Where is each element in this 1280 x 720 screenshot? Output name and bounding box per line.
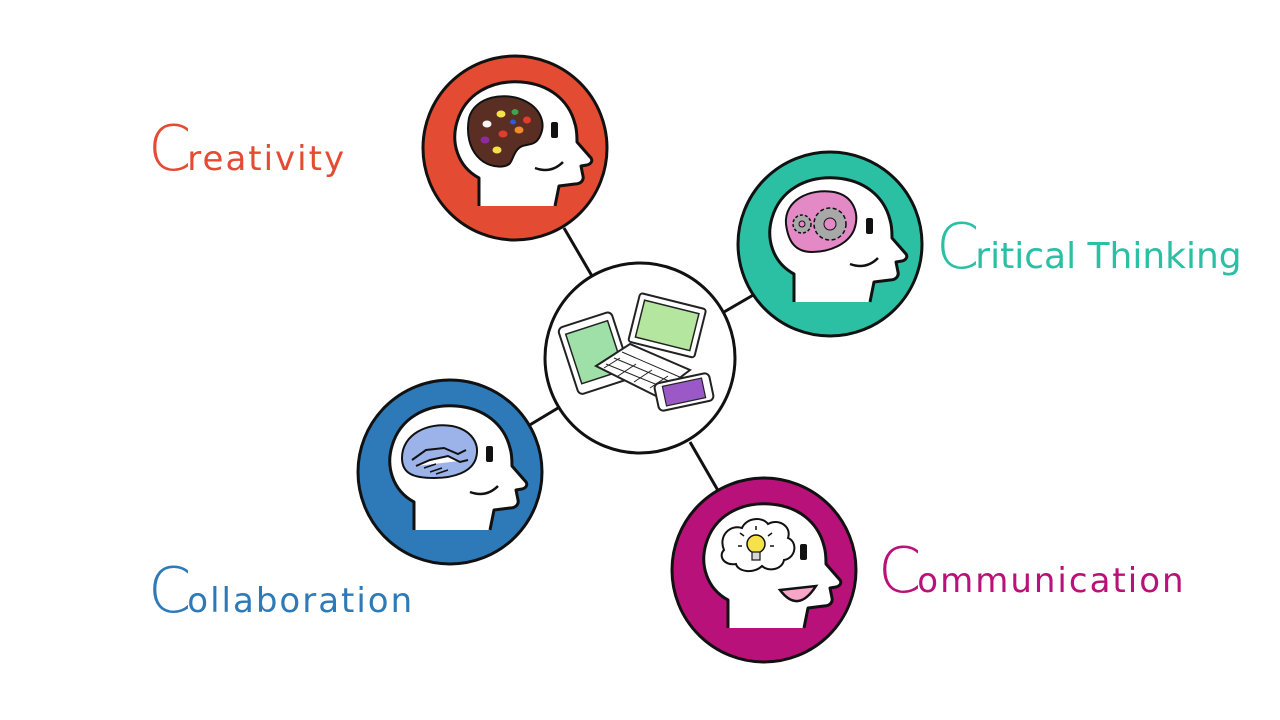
creativity-label: Creativity: [148, 118, 346, 180]
connector-critical: [723, 292, 756, 314]
collaboration-label: Collaboration: [148, 560, 414, 622]
paint-palette-icon: [467, 95, 544, 168]
creativity-node: [421, 54, 609, 242]
lightbulb-icon: [720, 518, 796, 572]
connector-collaboration: [527, 406, 559, 428]
critical-thinking-label-rest: ritical Thinking: [975, 236, 1242, 277]
devices-icon: [557, 292, 715, 412]
critical-thinking-label-initial: C: [936, 210, 980, 283]
creativity-label-rest: reativity: [187, 139, 347, 179]
communication-label-rest: ommunication: [917, 561, 1186, 601]
connector-creativity: [562, 227, 594, 277]
collaboration-node: [356, 378, 544, 566]
creativity-label-initial: C: [148, 112, 192, 185]
handshake-icon: [400, 424, 478, 480]
critical-thinking-node: [736, 150, 924, 338]
communication-node: [670, 476, 858, 664]
communication-label: Communication: [878, 540, 1186, 602]
open-mouth: [777, 584, 819, 603]
collaboration-label-rest: ollaboration: [187, 581, 415, 621]
gears-icon: [784, 190, 858, 254]
center-node: [543, 261, 737, 455]
collaboration-label-initial: C: [148, 554, 192, 627]
communication-label-initial: C: [878, 534, 922, 607]
critical-thinking-label: Critical Thinking: [936, 216, 1242, 278]
connector-communication: [688, 441, 722, 495]
